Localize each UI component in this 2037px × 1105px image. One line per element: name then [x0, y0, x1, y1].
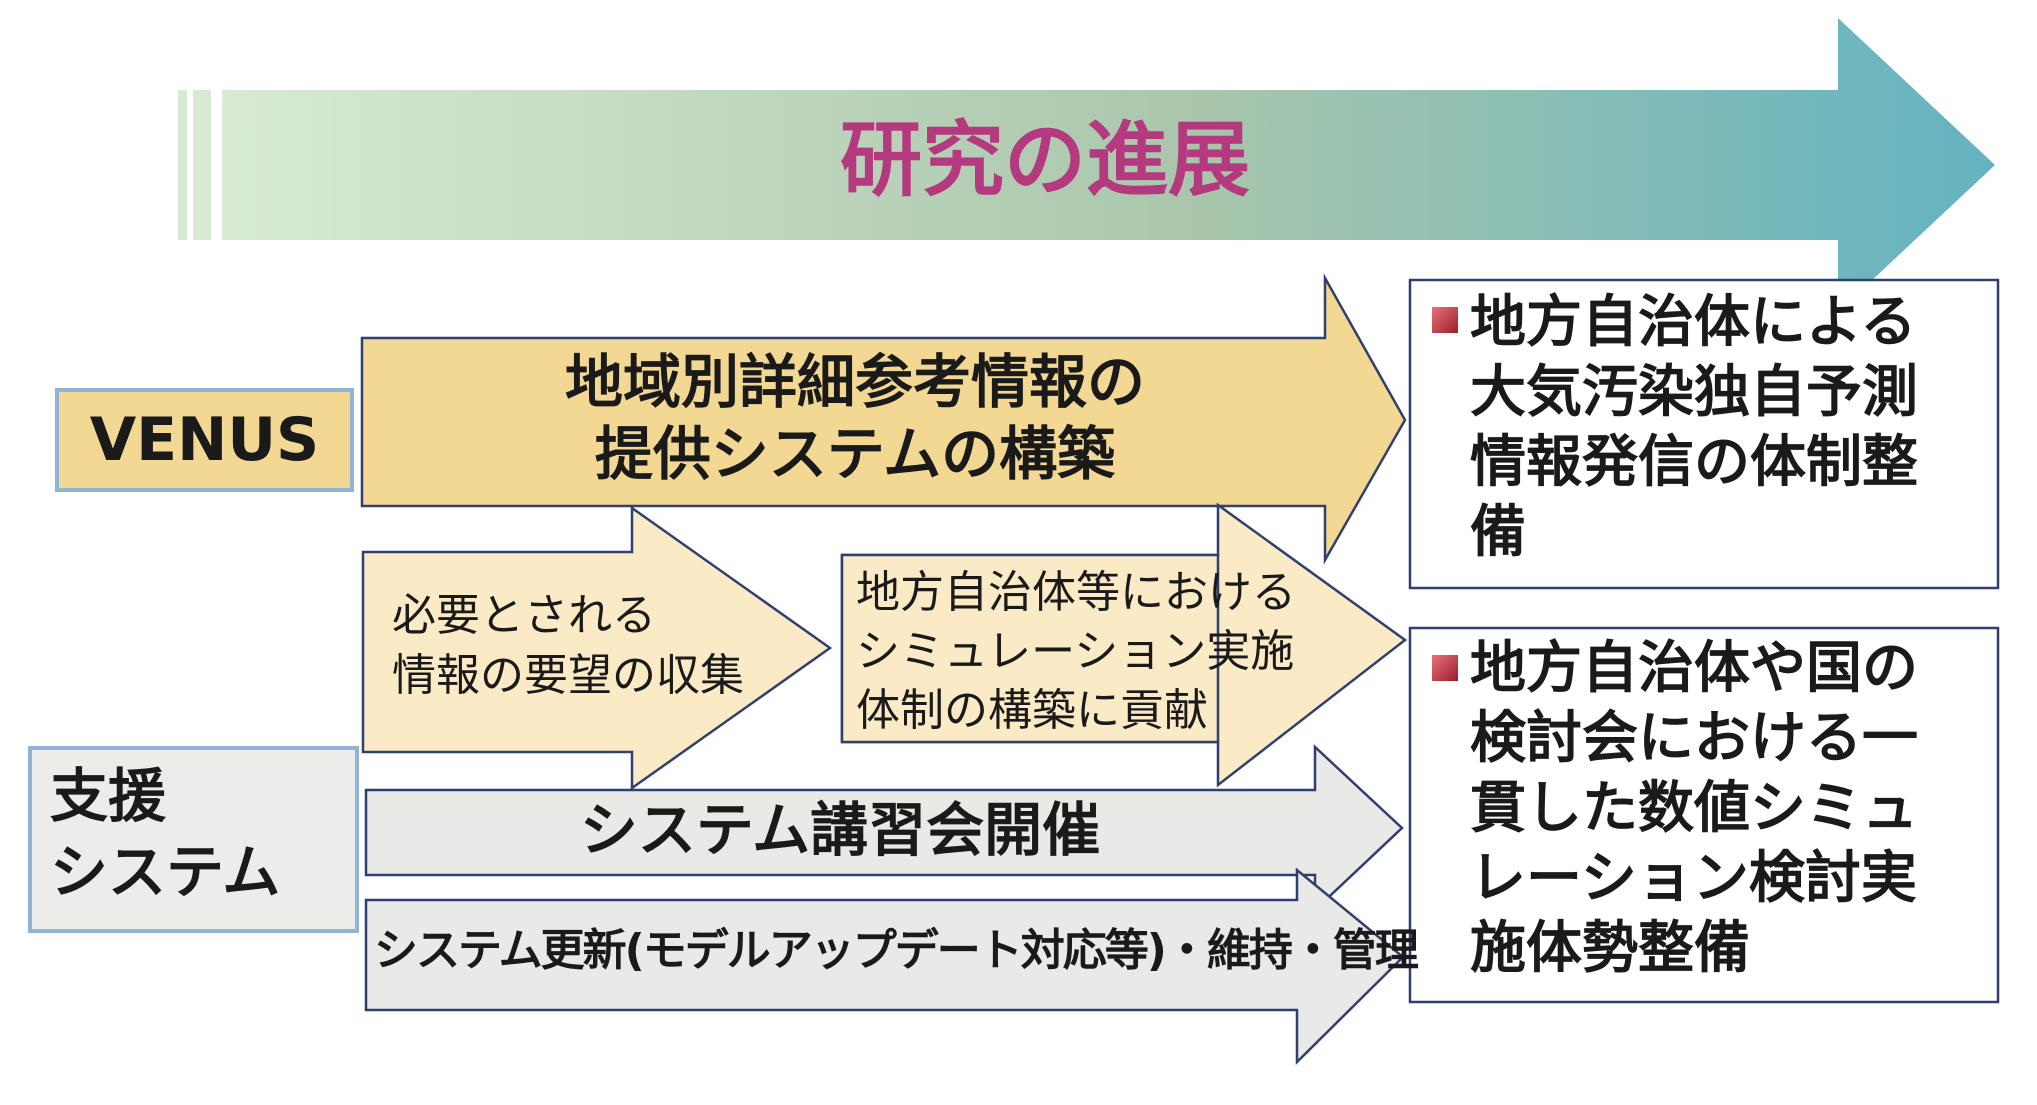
venus-main-arrow [360, 273, 1407, 565]
bullet-icon [1432, 307, 1458, 333]
support-label-line1: 支援 [50, 762, 167, 830]
contribution-line3: 体制の構築に貢献 [856, 685, 1208, 736]
venus-arrow-line2: 提供システムの構築 [594, 420, 1116, 488]
banner-title: 研究の進展 [839, 113, 1250, 208]
training-text: システム講習会開催 [579, 796, 1101, 864]
request-line1: 必要とされる [392, 590, 656, 641]
outcome-2-line1: 地方自治体や国の [1470, 636, 1918, 701]
outcome-2-line4: レーション検討実 [1470, 846, 1917, 911]
support-label-line2: システム [50, 838, 281, 906]
venus-arrow-line1: 地域別詳細参考情報の [564, 348, 1145, 416]
support-label-box [28, 746, 359, 933]
contribution-line1: 地方自治体等における [856, 567, 1296, 618]
maintenance-text: システム更新(モデルアップデート対応等)・維持・管理 [374, 925, 1419, 976]
progress-banner-arrow [178, 18, 1995, 312]
venus-label: VENUS [89, 405, 320, 475]
outcome-2-line5: 施体勢整備 [1470, 916, 1750, 981]
venus-label-box [55, 388, 354, 492]
bullet-icon [1432, 655, 1458, 681]
request-line2: 情報の要望の収集 [392, 650, 744, 701]
outcome-1-line3: 情報発信の体制整 [1470, 430, 1918, 495]
outcome-1-line4: 備 [1470, 500, 1526, 565]
maintenance-arrow [364, 867, 1405, 1065]
outcome-box-1 [1408, 278, 2000, 590]
outcome-1-line1: 地方自治体による [1470, 290, 1917, 355]
outcome-2-line3: 貫した数値シミュ [1470, 776, 1918, 841]
outcome-box-2 [1408, 626, 2000, 1004]
request-collection-arrow [361, 505, 833, 791]
outcome-2-line2: 検討会における一 [1470, 706, 1918, 771]
training-arrow [364, 744, 1404, 913]
contribution-box [840, 553, 1220, 744]
contribution-line2: シミュレーション実施 [856, 626, 1295, 677]
outcome-1-line2: 大気汚染独自予測 [1470, 360, 1918, 425]
